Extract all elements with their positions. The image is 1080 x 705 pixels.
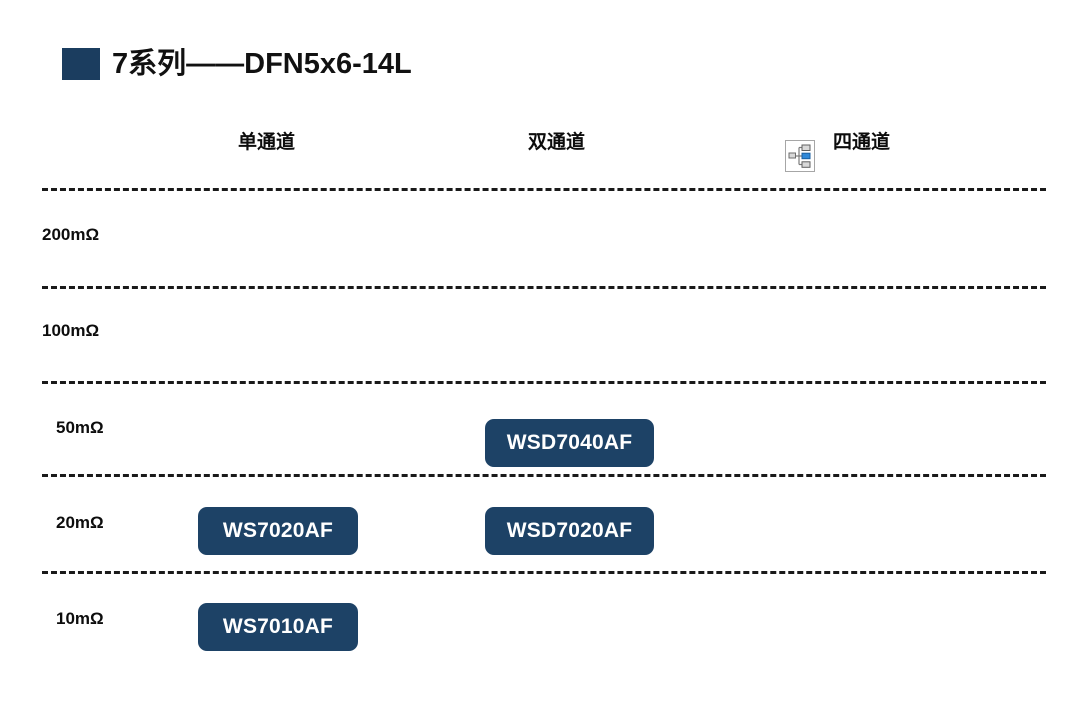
title-bullet-square [62,48,100,80]
row-label-10mohm: 10mΩ [56,609,104,628]
column-header-quad-channel: 四通道 [833,132,891,153]
row-separator [42,571,1046,574]
row-separator [42,474,1046,477]
part-badge-ws7020af[interactable]: WS7020AF [198,507,358,555]
part-badge-ws7010af[interactable]: WS7010AF [198,603,358,651]
column-header-single-channel: 单通道 [238,132,296,153]
page-title-text: 7系列——DFN5x6-14L [112,47,412,80]
row-label-200mohm: 200mΩ [42,225,100,244]
row-label-50mohm: 50mΩ [56,418,104,437]
hierarchy-icon[interactable] [785,140,815,172]
row-separator [42,188,1046,191]
page-title: 7系列——DFN5x6-14L [62,43,412,85]
part-badge-wsd7040af[interactable]: WSD7040AF [485,419,654,467]
row-label-100mohm: 100mΩ [42,321,100,340]
row-separator [42,286,1046,289]
row-label-20mohm: 20mΩ [56,513,104,532]
part-badge-wsd7020af[interactable]: WSD7020AF [485,507,654,555]
row-separator [42,381,1046,384]
column-header-dual-channel: 双通道 [528,132,586,153]
